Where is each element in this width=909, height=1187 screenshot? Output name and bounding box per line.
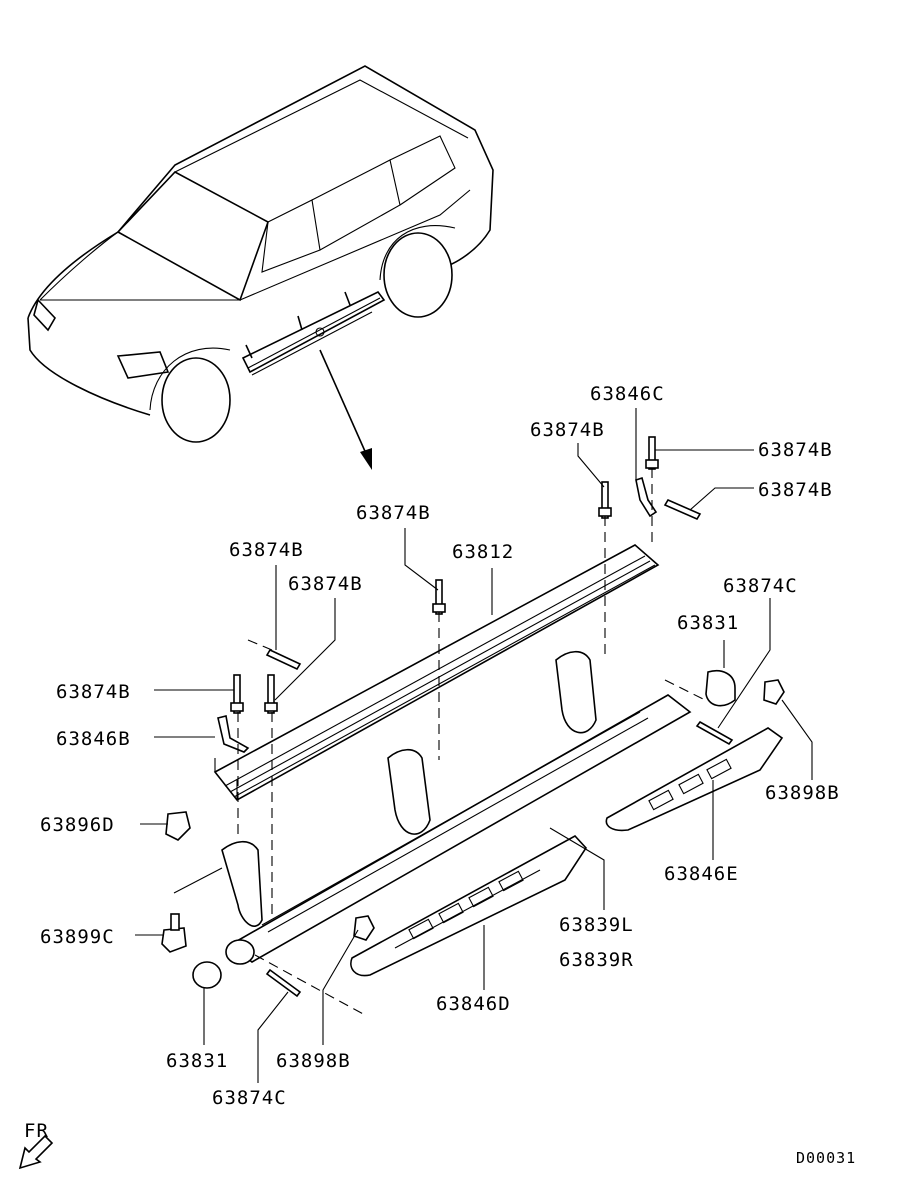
detail-arrow (319, 349, 372, 470)
bolt-icon (265, 648, 302, 671)
front-arrow-icon (18, 1134, 54, 1170)
part-number-label: 63874B (530, 419, 605, 441)
front-direction-label: FR (24, 1120, 49, 1142)
part-number-label: 63898B (765, 782, 840, 804)
bolt-icon (645, 436, 659, 470)
part-number-label: 63874B (758, 479, 833, 501)
exploded-assembly (161, 436, 785, 1016)
part-number-label: 63831 (677, 612, 739, 634)
part-number-label: 63874C (212, 1087, 287, 1109)
part-number-label: 63874B (288, 573, 363, 595)
part-number-label: 63846B (56, 728, 131, 750)
bolt-icon (230, 674, 244, 714)
part-number-label: 63812 (452, 541, 514, 563)
part-number-label: 63874B (229, 539, 304, 561)
vehicle-illustration (27, 65, 494, 443)
part-number-label: 63874B (356, 502, 431, 524)
part-number-label: 63874B (56, 681, 131, 703)
part-number-label: 63898B (276, 1050, 351, 1072)
part-number-label: 63896D (40, 814, 115, 836)
part-number-label: 63874B (758, 439, 833, 461)
part-number-label: 63839R (559, 949, 634, 971)
part-number-label: 63846C (590, 383, 665, 405)
diagram-code: D00031 (796, 1149, 856, 1167)
callout-labels: 63846C 63874B 63874B 63874B 63874B 63812… (40, 383, 840, 1109)
part-number-label: 63899C (40, 926, 115, 948)
part-number-label: 63831 (166, 1050, 228, 1072)
bolt-icon (432, 579, 446, 615)
bolt-icon (663, 498, 702, 521)
part-number-label: 63846E (664, 863, 739, 885)
part-number-label: 63839L (559, 914, 634, 936)
leader-lines (135, 408, 813, 1083)
bolt-icon (598, 481, 612, 519)
part-number-label: 63874C (723, 575, 798, 597)
front-direction-indicator: FR (18, 1120, 54, 1170)
bolt-icon (264, 674, 278, 714)
part-number-label: 63846D (436, 993, 511, 1015)
